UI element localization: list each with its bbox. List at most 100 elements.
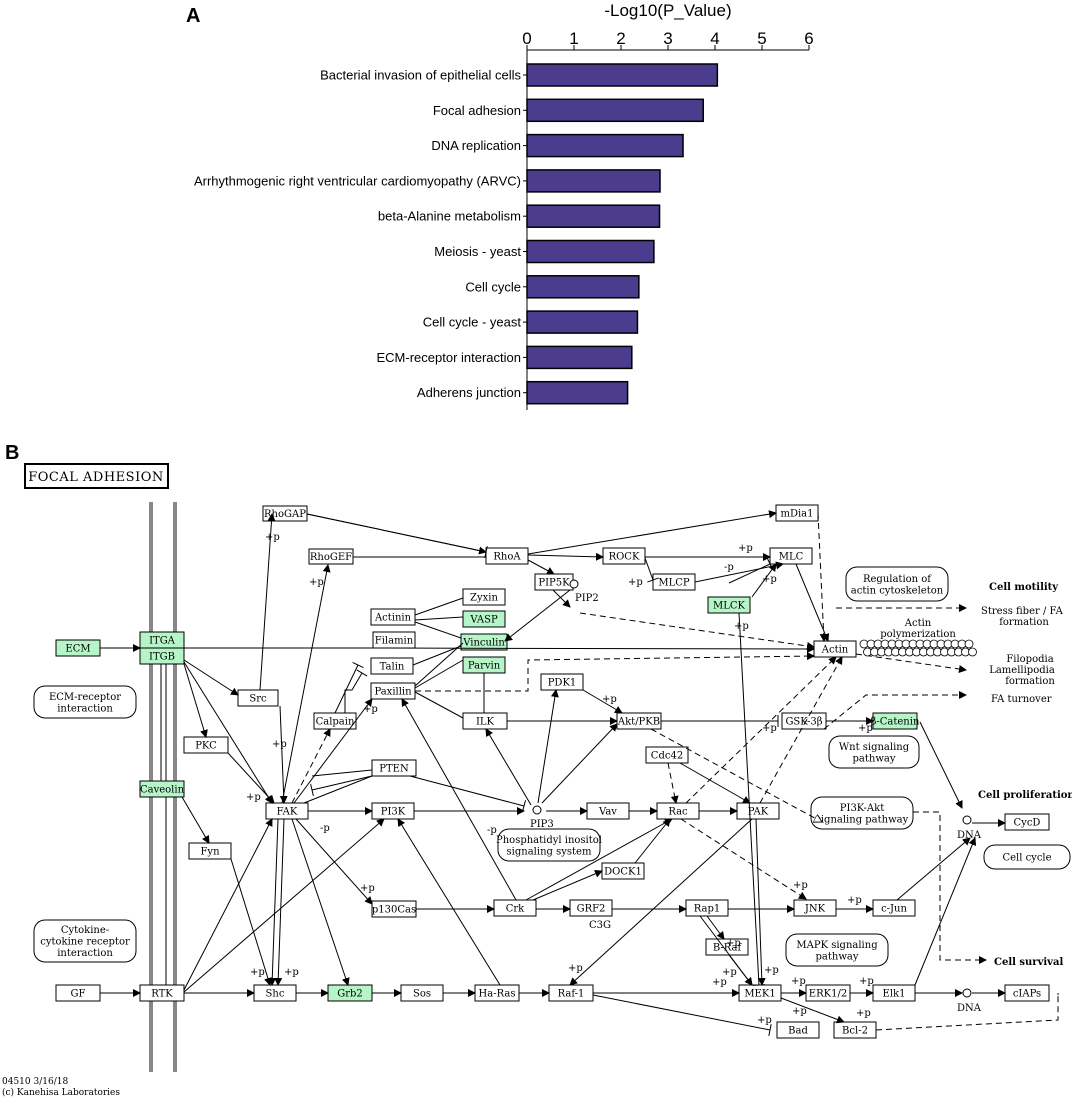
x-tick-label: 1 bbox=[569, 29, 578, 48]
talin-node-box bbox=[370, 657, 414, 675]
bar bbox=[526, 310, 639, 334]
mlck-node: MLCK bbox=[713, 601, 746, 612]
x-tick-label: 2 bbox=[616, 29, 625, 48]
actin-polymerization-label: polymerization bbox=[880, 629, 956, 640]
category-label: Meiosis - yeast bbox=[434, 244, 521, 259]
fyn-node: Fyn bbox=[200, 847, 220, 858]
bar bbox=[526, 380, 629, 405]
rac-node: Rac bbox=[668, 807, 688, 818]
edge bbox=[183, 818, 385, 993]
edge bbox=[706, 915, 725, 940]
phosphorylation-label: +p bbox=[265, 532, 280, 543]
dna-circle-1 bbox=[962, 815, 972, 825]
pathway-title-box bbox=[24, 463, 169, 489]
phosphorylation-label: +p bbox=[738, 543, 753, 554]
rtk-node: RTK bbox=[151, 989, 173, 1000]
mapk-pathway: MAPK signaling bbox=[796, 940, 878, 951]
edge bbox=[414, 659, 464, 689]
edge bbox=[279, 705, 288, 804]
src-node: Src bbox=[249, 694, 267, 705]
cell-motility-label: Cell motility bbox=[989, 582, 1059, 593]
rhogap-node: RhoGAP bbox=[264, 509, 306, 520]
inhibition-bar bbox=[310, 784, 314, 796]
phosphorylation-label: +p bbox=[856, 1008, 871, 1019]
edge bbox=[667, 762, 679, 804]
pi3k-node: PI3K bbox=[381, 807, 406, 818]
wnt-pathway-box bbox=[828, 735, 920, 769]
mapk-pathway-box bbox=[785, 933, 889, 967]
edge bbox=[855, 653, 967, 673]
vinculin-node-box bbox=[460, 633, 508, 651]
pten-node-box bbox=[371, 759, 417, 777]
edge bbox=[579, 612, 815, 650]
jnk-node: JNK bbox=[804, 904, 826, 915]
elk1-node: Elk1 bbox=[883, 989, 906, 1000]
edge bbox=[183, 661, 273, 804]
bar bbox=[526, 98, 704, 123]
edge bbox=[357, 644, 815, 653]
x-tick-label: 4 bbox=[710, 29, 719, 48]
edge bbox=[644, 557, 654, 581]
edge bbox=[875, 993, 1059, 1031]
bar bbox=[526, 169, 661, 193]
edge bbox=[412, 645, 462, 666]
edge bbox=[527, 559, 555, 575]
wnt-pathway: Wnt signaling bbox=[839, 742, 910, 753]
edge bbox=[504, 589, 571, 642]
dna-label-1: DNA bbox=[957, 830, 982, 841]
edge bbox=[738, 612, 760, 986]
edge bbox=[592, 994, 771, 1031]
actinin-node-box bbox=[370, 608, 416, 626]
edge bbox=[183, 818, 273, 991]
shc-node: Shc bbox=[266, 989, 285, 1000]
filopodia-label: formation bbox=[1005, 676, 1055, 687]
edge bbox=[525, 818, 673, 901]
phosphorylation-label: +p bbox=[764, 965, 779, 976]
category-label: Cell cycle - yeast bbox=[423, 315, 522, 330]
edge bbox=[919, 721, 963, 809]
edge bbox=[699, 915, 753, 986]
cjun-node: c-Jun bbox=[881, 904, 907, 915]
edge bbox=[541, 723, 618, 804]
phosphorylation-label: +p bbox=[726, 938, 741, 949]
pak-node: PAK bbox=[748, 807, 769, 818]
fyn-node-box bbox=[188, 842, 232, 860]
edge bbox=[259, 513, 276, 691]
edge bbox=[650, 728, 822, 822]
edge bbox=[537, 689, 559, 804]
mlck-node-box bbox=[707, 596, 751, 614]
zyxin-node: Zyxin bbox=[470, 593, 498, 604]
fak-node: FAK bbox=[277, 807, 298, 818]
cytokine-receptor-pathway-box bbox=[33, 919, 137, 963]
itgb-node-box bbox=[139, 647, 185, 665]
panel-b-letter: B bbox=[5, 442, 19, 464]
edge bbox=[634, 818, 671, 864]
panel-a-letter: A bbox=[186, 5, 200, 27]
dephosphorylation-label: -p bbox=[724, 562, 734, 573]
cdc42-node-box bbox=[645, 746, 689, 764]
phosphorylation-label: +p bbox=[762, 723, 777, 734]
rhoa-node: RhoA bbox=[493, 552, 521, 563]
bar bbox=[526, 63, 719, 87]
bar bbox=[526, 345, 633, 370]
grb2-node: Grb2 bbox=[337, 989, 363, 1000]
category-label: Cell cycle bbox=[465, 279, 521, 294]
edge bbox=[334, 664, 359, 714]
zyxin-node-box bbox=[462, 588, 506, 606]
vav-node: Vav bbox=[598, 807, 617, 818]
phosphorylation-label: +p bbox=[762, 574, 777, 585]
edge bbox=[755, 818, 766, 986]
akt-node: Akt/PKB bbox=[617, 717, 660, 728]
edge bbox=[183, 659, 239, 696]
inhibition-bar bbox=[768, 1024, 772, 1036]
cdc42-node: Cdc42 bbox=[651, 751, 683, 762]
edge bbox=[414, 642, 464, 687]
edge bbox=[552, 589, 571, 608]
talin-node: Talin bbox=[380, 662, 405, 673]
grf2-node: GRF2 bbox=[577, 904, 606, 915]
phosphorylation-label: +p bbox=[363, 704, 378, 715]
edge bbox=[291, 728, 331, 804]
edge bbox=[409, 775, 525, 807]
pip2-circle bbox=[569, 579, 579, 589]
p130cas-node: p130Cas bbox=[372, 905, 416, 916]
